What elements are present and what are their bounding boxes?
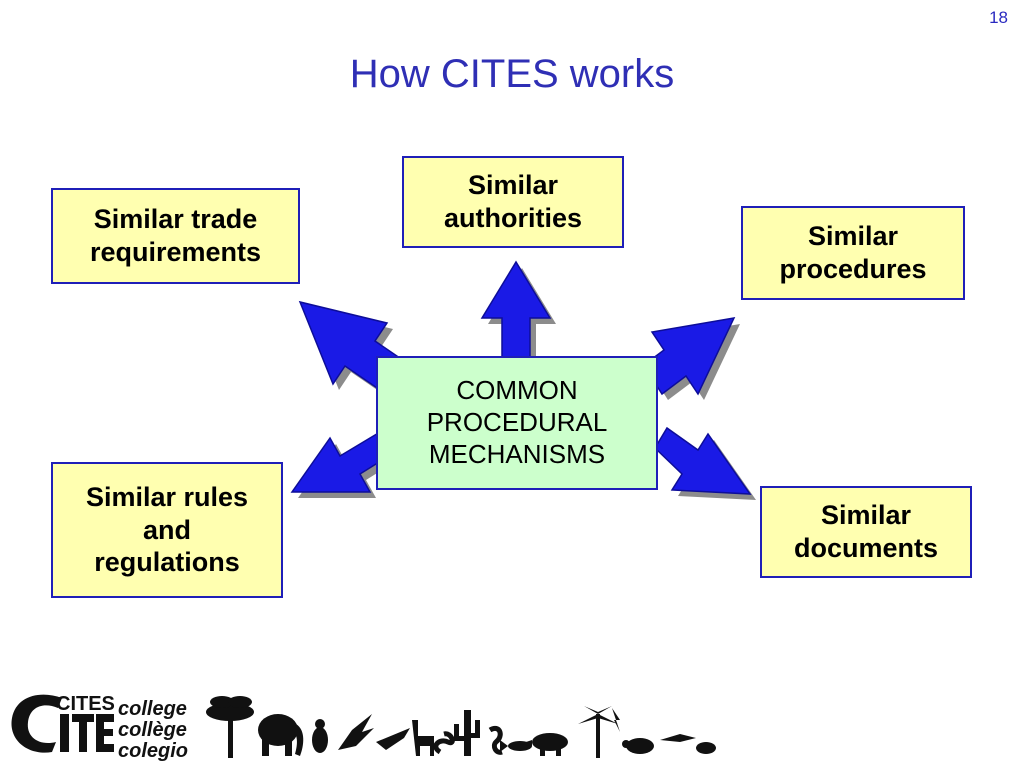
wildlife-silhouettes (206, 696, 716, 758)
frog-icon (696, 742, 716, 754)
arrow-upper-right (638, 317, 740, 400)
palm-tree-icon (578, 706, 618, 758)
footer-banner: CITES (11, 693, 716, 758)
bird-flying-icon (660, 734, 696, 742)
slide-number: 18 (989, 8, 1008, 27)
box-common-procedural-mechanisms: COMMON PROCEDURAL MECHANISMS (376, 356, 658, 490)
arrow-lower-right (654, 426, 756, 500)
seahorse-icon (488, 726, 503, 755)
cactus-icon (454, 710, 480, 756)
college-wordmark: college collège colegio (118, 699, 188, 762)
arrow-layer (290, 260, 756, 500)
box-similar-authorities: Similar authorities (402, 156, 624, 248)
box-similar-rules-and-regulations: Similar rules and regulations (51, 462, 283, 598)
college-line-es: colegio (118, 740, 189, 762)
snake-icon (433, 731, 455, 755)
bird-icon (312, 719, 328, 753)
arrow-up (480, 260, 556, 366)
box-similar-documents: Similar documents (760, 486, 972, 578)
college-line-fr: collège (118, 719, 187, 741)
slide-title: How CITES works (349, 52, 675, 96)
fern-icon (612, 708, 620, 732)
elephant-icon (258, 714, 304, 756)
anteater-icon (520, 733, 568, 756)
box-similar-trade-requirements: Similar trade requirements (51, 188, 300, 284)
llama-icon (412, 720, 434, 756)
tree-icon (206, 696, 254, 758)
eagle-icon (338, 714, 374, 750)
box-similar-procedures: Similar procedures (741, 206, 965, 300)
cites-logo: CITES (11, 693, 115, 753)
crocodile-icon (376, 728, 410, 750)
cites-logo-text: CITES (56, 693, 115, 715)
turtle-icon (622, 738, 654, 754)
college-line-en: college (118, 698, 187, 720)
